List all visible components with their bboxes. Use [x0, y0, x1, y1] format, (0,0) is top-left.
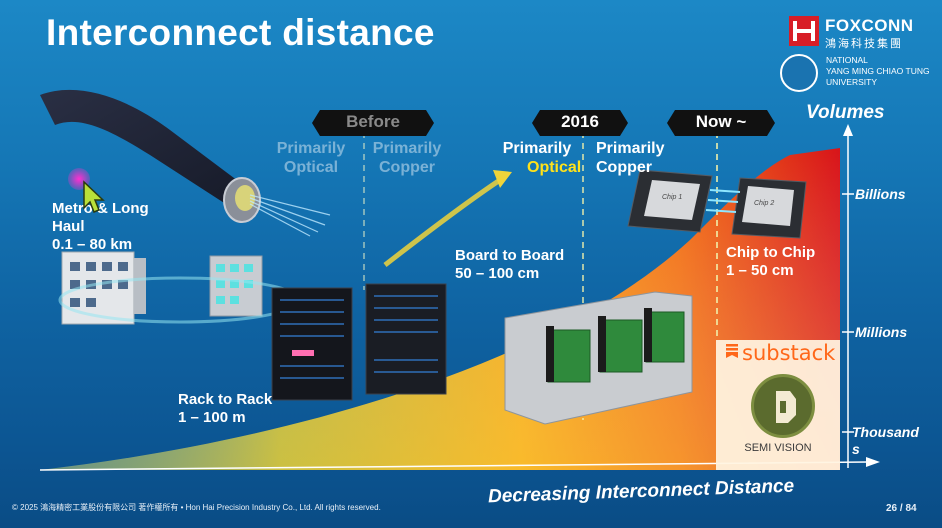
substack-brand: substack — [742, 341, 836, 365]
nycu-seal-icon — [780, 54, 818, 92]
label-before: Before — [312, 110, 434, 136]
foxconn-mark-icon — [789, 16, 819, 46]
volume-millions: Millions — [855, 324, 908, 340]
foxconn-chinese-name: 鴻海科技集團 — [825, 38, 903, 50]
substack-logo-icon — [726, 344, 738, 358]
volumes-axis-title: Volumes — [806, 102, 885, 123]
nycu-name: NATIONAL YANG MING CHIAO TUNG UNIVERSITY — [826, 55, 930, 87]
page-number: 26 / 84 — [886, 503, 917, 514]
substack-watermark: substack SEMI VISION — [716, 340, 840, 470]
foxconn-logo: FOXCONN 鴻海科技集團 — [789, 14, 939, 54]
semi-vision-name: SEMI VISION — [744, 442, 812, 454]
mouse-pointer-icon — [83, 180, 105, 213]
chip-2-label: Chip 2 — [754, 200, 775, 207]
foxconn-name: FOXCONN — [825, 16, 914, 35]
volume-billions: Billions — [855, 186, 906, 202]
chip-1-label: Chip 1 — [662, 194, 683, 201]
semi-vision-logo-icon — [751, 374, 815, 438]
server-rack-left-graphic — [271, 287, 353, 401]
fiber-cable-graphic — [40, 89, 250, 210]
server-rack-right-graphic — [365, 283, 447, 395]
slide-title: Interconnect distance — [46, 12, 435, 53]
trend-arrow — [383, 177, 502, 267]
label-now: Now ~ — [667, 110, 775, 136]
y2016-optical-text: Primarily Optical — [502, 140, 582, 176]
label-2016: 2016 — [532, 110, 628, 136]
copyright-footer: © 2025 鴻海精密工業股份有限公司 著作權所有 • Hon Hai Prec… — [12, 503, 381, 512]
